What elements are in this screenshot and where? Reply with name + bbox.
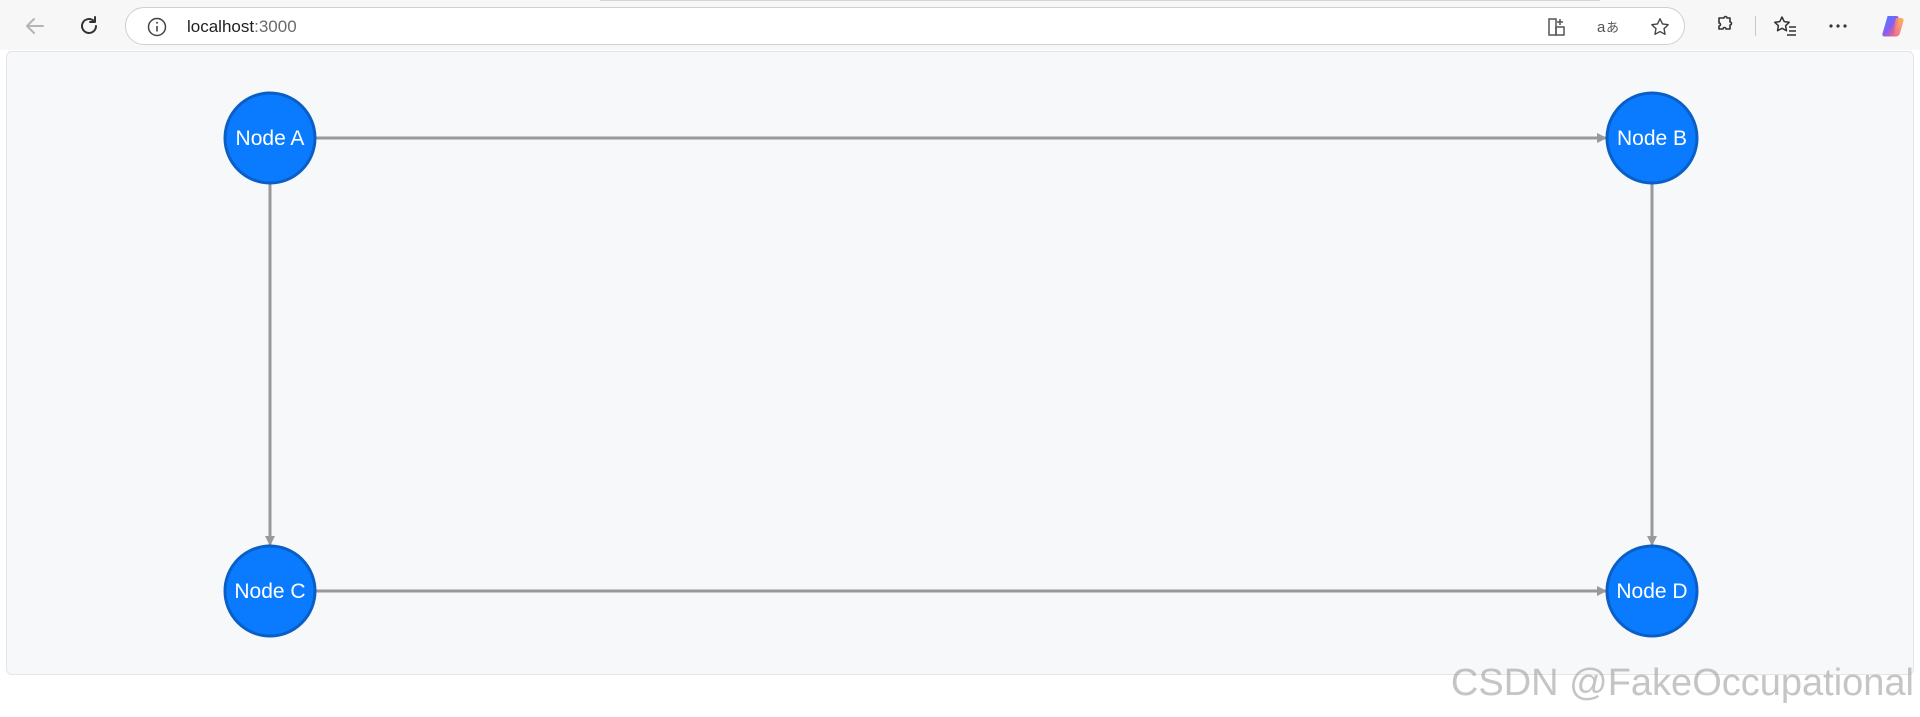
favorites-list-icon: [1774, 16, 1796, 36]
more-options-button[interactable]: [1821, 9, 1855, 43]
edges-layer: [265, 133, 1657, 596]
copilot-button[interactable]: [1876, 9, 1910, 43]
extensions-puzzle-icon: [1718, 15, 1733, 30]
read-aloud-translate-icon[interactable]: a あ: [1596, 14, 1622, 40]
copilot-icon: [1882, 16, 1904, 37]
address-bar[interactable]: localhost:3000 a あ: [125, 7, 1685, 45]
node-circle[interactable]: [223, 544, 317, 638]
node-a[interactable]: Node A: [223, 91, 317, 185]
svg-text:a: a: [1597, 19, 1606, 36]
refresh-button[interactable]: [72, 9, 106, 43]
tab-strip-edge: [600, 0, 1600, 1]
back-arrow-icon: [26, 18, 44, 34]
node-circle[interactable]: [223, 91, 317, 185]
toolbar-separator: [1755, 16, 1756, 36]
node-label: Node B: [1617, 127, 1687, 150]
url-host: localhost: [187, 17, 255, 36]
url-text[interactable]: localhost:3000: [187, 17, 297, 37]
app-available-icon[interactable]: [1544, 14, 1570, 40]
back-button[interactable]: [18, 9, 52, 43]
watermark-text: CSDN @FakeOccupational: [1450, 662, 1914, 704]
node-label: Node A: [236, 127, 305, 150]
url-port: :3000: [254, 17, 297, 36]
node-label: Node C: [234, 580, 305, 603]
extensions-button[interactable]: [1707, 9, 1741, 43]
nodes-layer: Node A Node B Node C Node D: [223, 91, 1699, 638]
node-d[interactable]: Node D: [1605, 544, 1699, 638]
favorite-star-icon[interactable]: [1647, 14, 1673, 40]
site-info-icon[interactable]: [144, 14, 170, 40]
node-circle[interactable]: [1605, 544, 1699, 638]
node-c[interactable]: Node C: [223, 544, 317, 638]
page-viewport: Node A Node B Node C Node D: [6, 51, 1914, 675]
ellipsis-icon: [1829, 24, 1847, 28]
graph-canvas: Node A Node B Node C Node D: [223, 91, 1699, 638]
browser-toolbar: localhost:3000 a あ: [0, 0, 1920, 50]
node-b[interactable]: Node B: [1605, 91, 1699, 185]
favorites-button[interactable]: [1768, 9, 1802, 43]
refresh-icon: [81, 16, 97, 34]
node-label: Node D: [1616, 580, 1687, 603]
node-circle[interactable]: [1605, 91, 1699, 185]
svg-text:あ: あ: [1606, 20, 1619, 35]
